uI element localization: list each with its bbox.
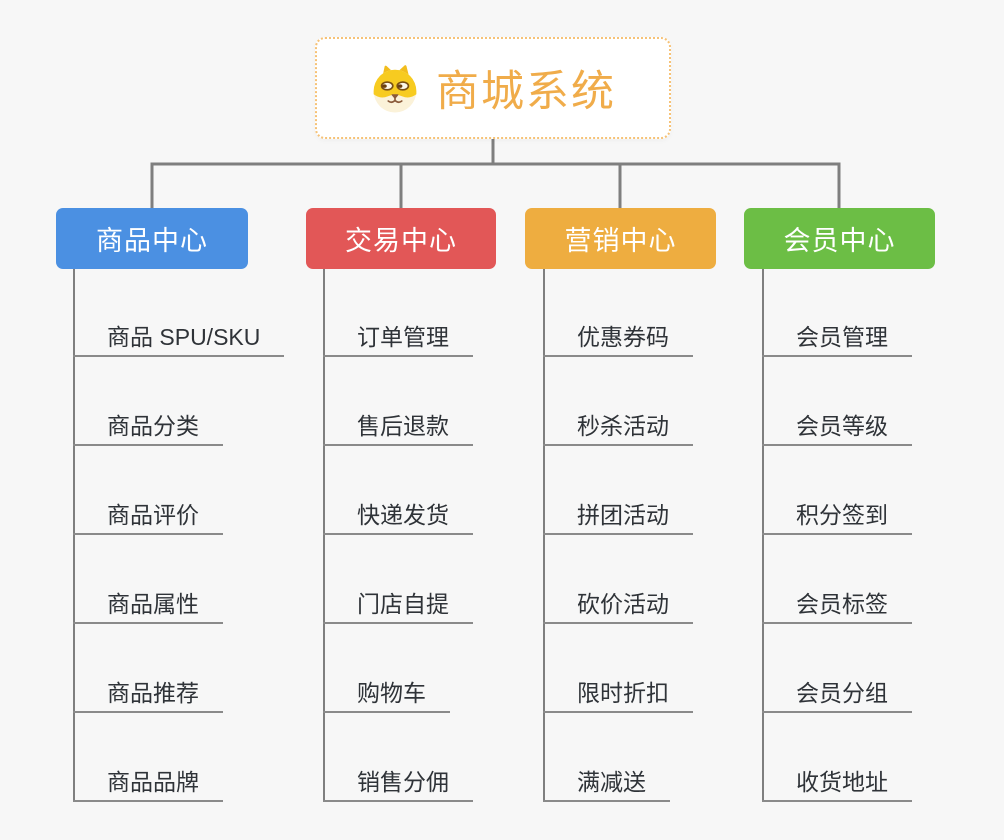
- leaf-node[interactable]: 会员分组: [762, 672, 912, 713]
- leaf-node[interactable]: 商品品牌: [73, 761, 223, 802]
- leaf-node[interactable]: 优惠券码: [543, 316, 693, 357]
- leaf-node[interactable]: 商品 SPU/SKU: [73, 316, 285, 357]
- branch-child-connector: [73, 269, 75, 802]
- root-node-title: 商城系统: [436, 68, 616, 116]
- dog-face-icon: [373, 65, 417, 113]
- branch-child-connector: [543, 269, 545, 802]
- branch-child-connector: [323, 269, 325, 802]
- leaf-node[interactable]: 会员管理: [762, 316, 912, 357]
- leaf-node[interactable]: 商品属性: [73, 583, 223, 624]
- leaf-node[interactable]: 满减送: [543, 761, 670, 802]
- branch-child-connector: [762, 269, 764, 802]
- leaf-node[interactable]: 限时折扣: [543, 672, 693, 713]
- leaf-node[interactable]: 拼团活动: [543, 494, 693, 535]
- leaf-node[interactable]: 收货地址: [762, 761, 912, 802]
- leaf-node[interactable]: 门店自提: [323, 583, 473, 624]
- leaf-node[interactable]: 积分签到: [762, 494, 912, 535]
- root-node[interactable]: 商城系统: [315, 37, 671, 139]
- leaf-node[interactable]: 秒杀活动: [543, 405, 693, 446]
- leaf-node[interactable]: 商品推荐: [73, 672, 223, 713]
- tree-connector-lines: [150, 137, 841, 211]
- branch-node-member-center[interactable]: 会员中心: [744, 208, 935, 269]
- leaf-node[interactable]: 销售分佣: [323, 761, 473, 802]
- leaf-node[interactable]: 会员标签: [762, 583, 912, 624]
- branch-node-marketing-center[interactable]: 营销中心: [525, 208, 716, 269]
- connector-path: [150, 137, 841, 211]
- branch-node-trade-center[interactable]: 交易中心: [306, 208, 496, 269]
- leaf-node[interactable]: 砍价活动: [543, 583, 693, 624]
- leaf-node[interactable]: 订单管理: [323, 316, 473, 357]
- leaf-node[interactable]: 售后退款: [323, 405, 473, 446]
- leaf-node[interactable]: 购物车: [323, 672, 450, 713]
- leaf-node[interactable]: 快递发货: [323, 494, 473, 535]
- branch-node-product-center[interactable]: 商品中心: [56, 208, 248, 269]
- leaf-node[interactable]: 会员等级: [762, 405, 912, 446]
- leaf-node[interactable]: 商品分类: [73, 405, 223, 446]
- leaf-node[interactable]: 商品评价: [73, 494, 223, 535]
